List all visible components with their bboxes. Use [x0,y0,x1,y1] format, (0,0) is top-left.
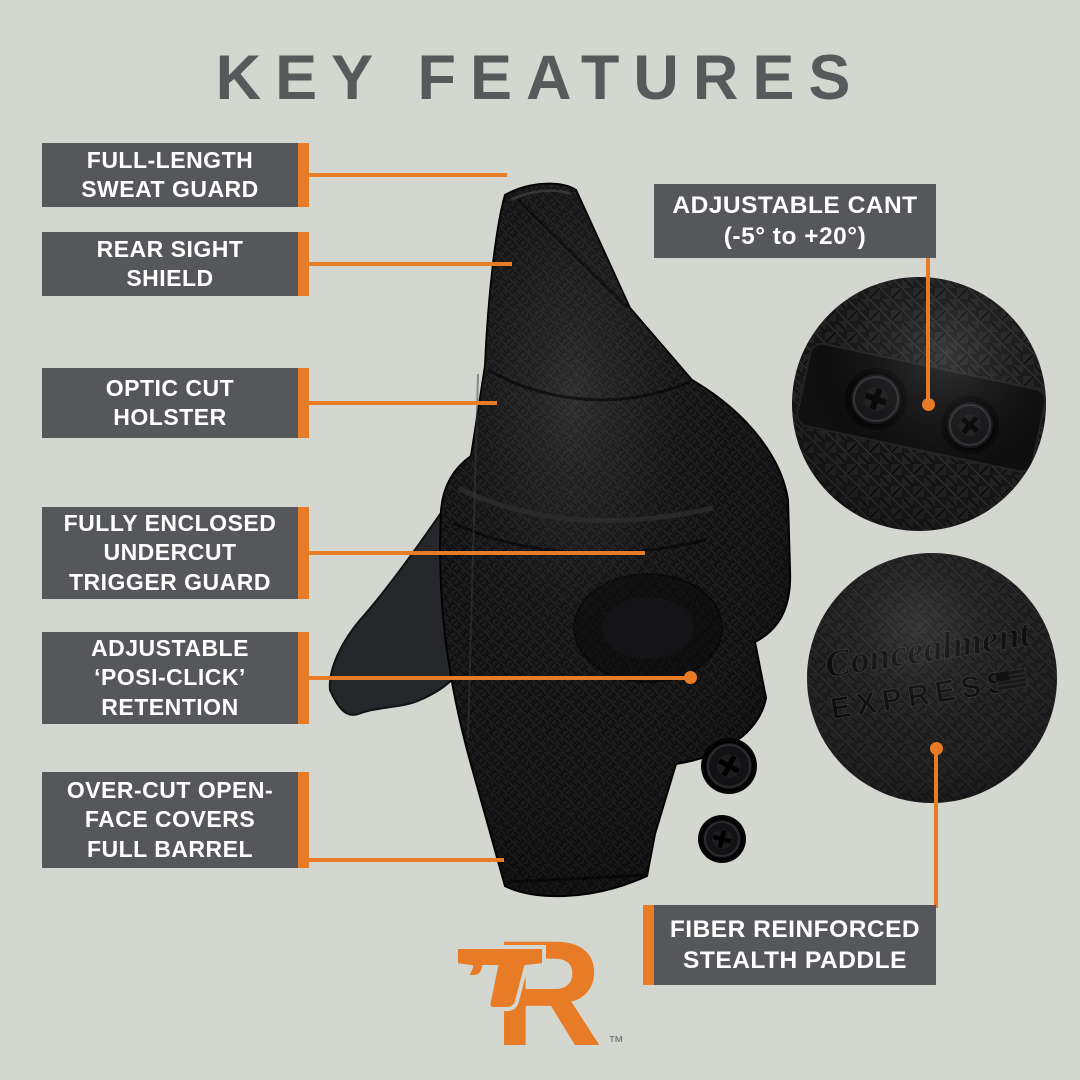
connector-line-adjustable-cant [926,258,930,406]
accent-bar-optic-cut [298,368,309,438]
connector-line-sweat-guard [309,173,507,177]
feature-label: FULL-LENGTH SWEAT GUARD [81,146,259,202]
accent-bar-over-cut [298,772,309,868]
accent-bar-rear-sight [298,232,309,296]
connector-line-optic-cut [309,401,497,405]
page-title: KEY FEATURES [215,43,865,113]
retention-screw-top [701,738,757,794]
feature-box-retention: ADJUSTABLE ‘POSI-CLICK’ RETENTION [42,632,298,724]
slide-ridge [456,485,714,524]
detail-circle-cant-hardware [792,277,1046,531]
feature-label: ADJUSTABLE ‘POSI-CLICK’ RETENTION [91,634,249,720]
pistol-icon [454,945,546,1011]
trademark-symbol: ™ [608,1034,624,1051]
accent-bar-sweat-guard [298,143,309,207]
feature-box-optic-cut: OPTIC CUT HOLSTER [42,368,298,438]
feature-box-rear-sight: REAR SIGHT SHIELD [42,232,298,296]
feature-box-over-cut: OVER-CUT OPEN- FACE COVERS FULL BARREL [42,772,298,868]
feature-label: OVER-CUT OPEN- FACE COVERS FULL BARREL [66,776,274,862]
brand-logo: R ™ [454,915,624,1055]
feature-box-adjustable-cant: ADJUSTABLE CANT (-5° to +20°) [654,184,936,258]
feature-box-stealth-paddle: FIBER REINFORCED STEALTH PADDLE [654,905,936,985]
sight-channel-highlight [510,189,572,202]
feature-label: ADJUSTABLE CANT (-5° to +20°) [672,191,918,250]
connector-line-over-cut [309,858,504,862]
retention-screw-bottom [698,815,746,863]
feature-box-sweat-guard: FULL-LENGTH SWEAT GUARD [42,143,298,207]
accent-bar-stealth-paddle [643,905,654,985]
connector-line-trigger-guard [309,551,645,555]
accent-bar-trigger-guard [298,507,309,599]
feature-label: FULLY ENCLOSED UNDERCUT TRIGGER GUARD [63,509,277,595]
connector-line-retention [309,676,687,680]
mold-ridge [487,368,691,402]
connector-line-rear-sight [309,262,512,266]
feature-label: REAR SIGHT SHIELD [96,235,244,291]
holster-illustration [328,182,792,898]
accent-bar-retention [298,632,309,724]
cant-hardware-photo [792,277,1046,531]
connector-dot-retention [684,671,697,684]
brand-stamp-photo: Concealment EXPRESS [807,553,1057,803]
connector-line-stealth-paddle [934,748,938,908]
muzzle-edge [507,873,649,884]
feature-label: OPTIC CUT HOLSTER [105,374,235,430]
feature-box-trigger-guard: FULLY ENCLOSED UNDERCUT TRIGGER GUARD [42,507,298,599]
connector-dot-adjustable-cant [922,398,935,411]
sight-channel-line [516,198,630,310]
feature-label: FIBER REINFORCED STEALTH PADDLE [669,915,921,974]
trigger-guard-inner [602,597,694,659]
detail-circle-brand-stamp: Concealment EXPRESS [807,553,1057,803]
